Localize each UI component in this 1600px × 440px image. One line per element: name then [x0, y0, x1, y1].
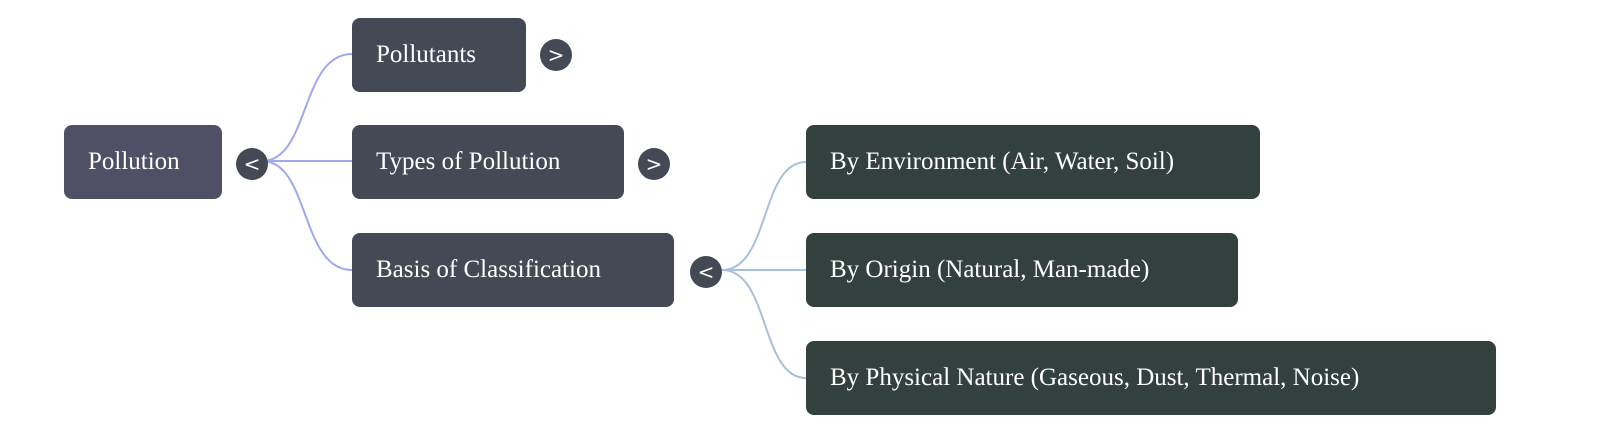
link-basis-environment — [721, 161, 807, 271]
link-root-pollutants — [261, 53, 353, 162]
link-basis-physical — [721, 269, 807, 379]
node-by-environment[interactable]: By Environment (Air, Water, Soil) — [806, 125, 1260, 199]
node-label: By Origin (Natural, Man-made) — [830, 256, 1150, 283]
node-pollutants[interactable]: Pollutants — [352, 18, 526, 92]
collapse-toggle-basis[interactable]: < — [690, 256, 722, 288]
node-by-physical-nature[interactable]: By Physical Nature (Gaseous, Dust, Therm… — [806, 341, 1496, 415]
chevron-left-icon: < — [697, 260, 715, 284]
expand-toggle-pollutants[interactable]: > — [540, 39, 572, 71]
node-types-of-pollution[interactable]: Types of Pollution — [352, 125, 624, 199]
node-label: Pollution — [88, 148, 180, 175]
root-node-pollution[interactable]: Pollution — [64, 125, 222, 199]
chevron-left-icon: < — [243, 152, 261, 176]
chevron-right-icon: > — [547, 43, 565, 67]
link-root-basis — [261, 160, 353, 271]
expand-toggle-types[interactable]: > — [638, 148, 670, 180]
collapse-toggle-root[interactable]: < — [236, 148, 268, 180]
node-label: By Environment (Air, Water, Soil) — [830, 148, 1175, 175]
chevron-right-icon: > — [645, 152, 663, 176]
node-label: Types of Pollution — [376, 148, 561, 175]
node-by-origin[interactable]: By Origin (Natural, Man-made) — [806, 233, 1238, 307]
node-label: By Physical Nature (Gaseous, Dust, Therm… — [830, 364, 1360, 391]
node-label: Pollutants — [376, 41, 477, 68]
node-basis-of-classification[interactable]: Basis of Classification — [352, 233, 674, 307]
node-label: Basis of Classification — [376, 256, 601, 283]
